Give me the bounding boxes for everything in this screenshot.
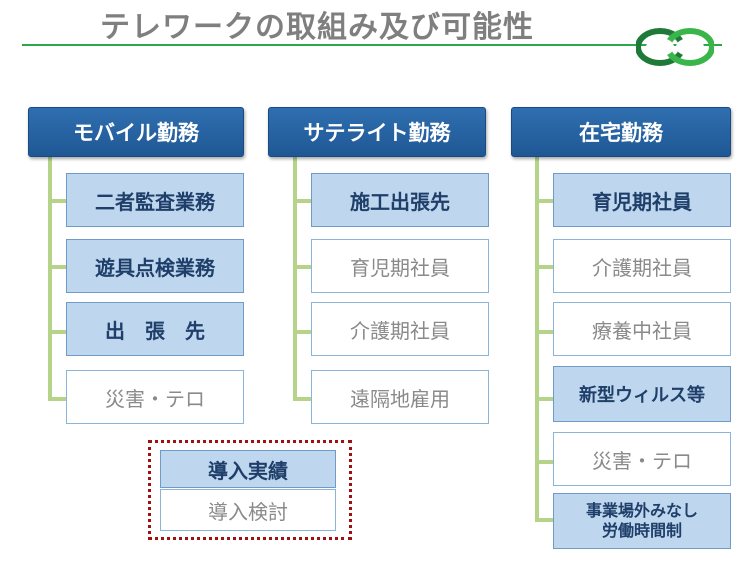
item-satellite-remote-hire: 遠隔地雇用 (311, 370, 489, 424)
connector-branch (293, 397, 311, 401)
connector-branch (48, 397, 66, 401)
legend-under-consideration: 導入検討 (160, 489, 336, 531)
connector-branch (535, 518, 553, 522)
connector-branch (48, 265, 66, 269)
header-mobile-work: モバイル勤務 (28, 107, 244, 157)
connector-branch (535, 265, 553, 269)
connector-home (535, 156, 539, 522)
item-home-childcare: 育児期社員 (553, 173, 731, 227)
item-satellite-nursing: 介護期社員 (311, 302, 489, 356)
item-mobile-disaster: 災害・テロ (66, 370, 244, 424)
item-label-line1: 事業場外みなし (585, 501, 698, 520)
connector-branch (48, 330, 66, 334)
title-underline (22, 44, 722, 46)
connector-satellite (293, 156, 297, 401)
item-label-line2: 労働時間制 (601, 521, 682, 540)
item-satellite-childcare: 育児期社員 (311, 239, 489, 293)
connector-branch (535, 460, 553, 464)
connector-branch (535, 397, 553, 401)
item-mobile-audit: 二者監査業務 (66, 173, 244, 227)
connector-branch (293, 199, 311, 203)
legend-frame (148, 440, 352, 540)
item-mobile-business-trip: 出 張 先 (66, 302, 244, 356)
connector-branch (48, 199, 66, 203)
connector-branch (535, 330, 553, 334)
item-satellite-construction-site: 施工出張先 (311, 173, 489, 227)
connector-mobile (48, 156, 52, 401)
item-home-medical-leave: 療養中社員 (553, 302, 731, 356)
item-home-virus: 新型ウィルス等 (553, 366, 731, 422)
item-home-nursing: 介護期社員 (553, 239, 731, 293)
header-home-work: 在宅勤務 (511, 107, 731, 157)
item-home-deemed-working-hours: 事業場外みなし 労働時間制 (553, 493, 731, 549)
connector-branch (293, 330, 311, 334)
connector-branch (293, 265, 311, 269)
challenge-spirits-logo (636, 28, 714, 66)
header-satellite-work: サテライト勤務 (268, 107, 486, 157)
item-mobile-inspection: 遊具点検業務 (66, 239, 244, 293)
connector-branch (535, 199, 553, 203)
item-home-disaster: 災害・テロ (553, 432, 731, 486)
page-title: テレワークの取組み及び可能性 (100, 10, 534, 45)
legend-implemented: 導入実績 (160, 450, 336, 488)
